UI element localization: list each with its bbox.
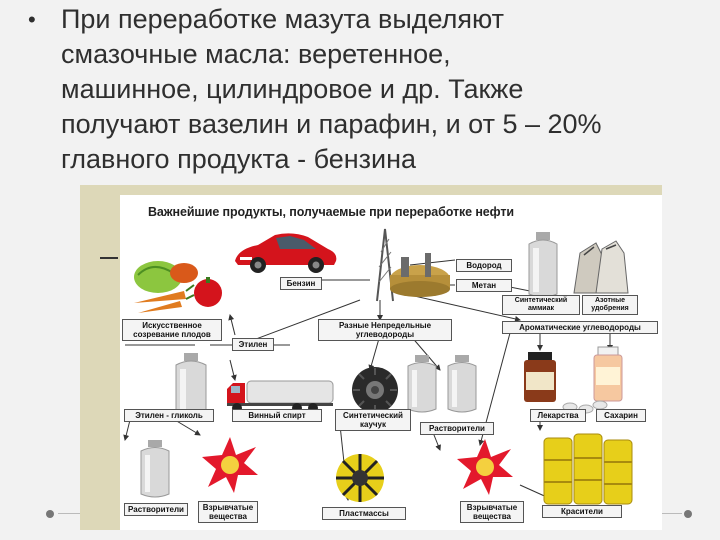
decor-tick xyxy=(100,257,118,259)
label-vzryv-left: Взрывчатые вещества xyxy=(198,501,258,523)
solvent-canister-icon-2 xyxy=(447,355,477,413)
label-etilen-glikol: Этилен - гликоль xyxy=(124,409,214,422)
saccharin-jar-icon xyxy=(593,346,623,402)
footer-line-left xyxy=(58,513,80,514)
text-line-2: смазочные масла: веретенное, xyxy=(61,39,451,69)
oil-products-diagram: Важнейшие продукты, получаемые при перер… xyxy=(80,185,662,530)
text-line-3: машинное, цилиндровое и др. Также xyxy=(61,74,524,104)
label-isk-sozrev: Искусственное созревание плодов xyxy=(122,319,222,341)
label-vzryv-right: Взрывчатые вещества xyxy=(460,501,524,523)
label-raznye-uglev: Разные Непредельные углеводороды xyxy=(318,319,452,341)
footer-line-right xyxy=(662,513,682,514)
label-plastmassy: Пластмассы xyxy=(322,507,406,520)
oil-refinery-icon xyxy=(376,228,450,302)
fertilizer-bags-icon xyxy=(573,240,629,294)
explosion-icon-left xyxy=(202,437,258,493)
label-azot-udobr: Азотные удобрения xyxy=(582,295,638,315)
tire-icon xyxy=(352,367,398,413)
text-line-5: главного продукта - бензина xyxy=(61,144,417,174)
label-lekarstva: Лекарства xyxy=(530,409,586,422)
label-sint-ammiak: Синтетический аммиак xyxy=(502,295,580,315)
car-icon xyxy=(235,233,337,273)
dye-barrels-icon xyxy=(543,433,633,505)
etilen-canister-icon xyxy=(175,353,207,415)
label-vodorod: Водород xyxy=(456,259,512,272)
bullet-mark: • xyxy=(28,7,36,32)
slide-text-block: • При переработке мазута выделяют смазоч… xyxy=(28,2,708,177)
label-rastvoriteli-mid: Растворители xyxy=(420,422,494,435)
label-krasiteli: Красители xyxy=(542,505,622,518)
plastics-icon xyxy=(336,454,384,502)
label-benzin: Бензин xyxy=(280,277,322,290)
decor-bar-left xyxy=(80,185,120,530)
tanker-truck-icon xyxy=(227,380,334,413)
text-line-4: получают вазелин и парафин, и от 5 – 20% xyxy=(61,109,602,139)
canister-icon xyxy=(528,232,558,298)
solvent-canister-icon-1 xyxy=(407,355,437,413)
text-line-1: При переработке мазута выделяют xyxy=(61,4,505,34)
label-rastvoriteli-left: Растворители xyxy=(124,503,188,516)
label-aromat: Ароматические углеводороды xyxy=(502,321,658,334)
medicine-jar-icon xyxy=(524,352,556,402)
footer-dot-left xyxy=(46,510,54,518)
label-metan: Метан xyxy=(456,279,512,292)
solvent-canister-icon-left xyxy=(140,440,170,498)
explosion-icon-right xyxy=(457,439,513,495)
label-vinny-spirt: Винный спирт xyxy=(232,409,322,422)
label-etilen: Этилен xyxy=(232,338,274,351)
label-sahar: Сахарин xyxy=(596,409,646,422)
footer-dot-right xyxy=(684,510,692,518)
label-sint-kauchuk: Синтетический каучук xyxy=(335,409,411,431)
vegetables-icon xyxy=(134,261,222,313)
diagram-title: Важнейшие продукты, получаемые при перер… xyxy=(148,205,514,219)
decor-bar-top xyxy=(80,185,662,195)
